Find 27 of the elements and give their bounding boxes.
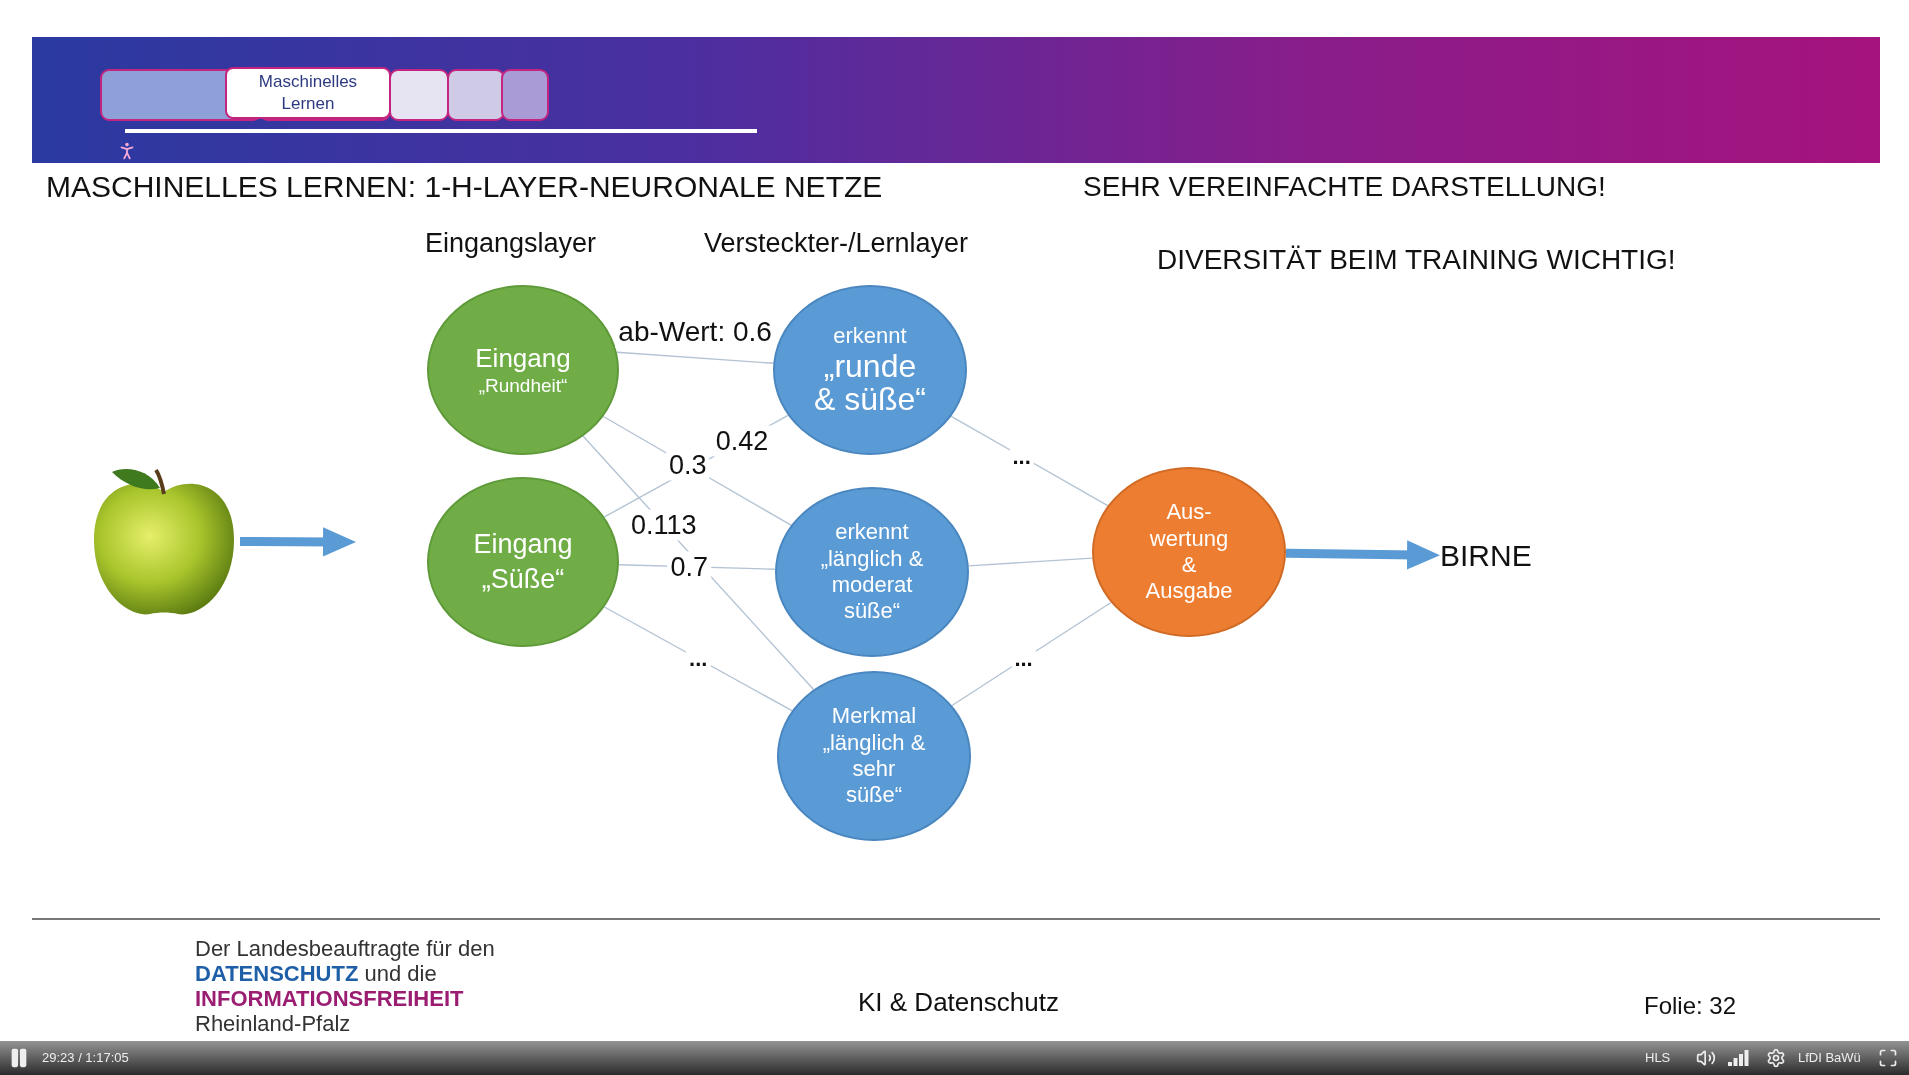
connector-line xyxy=(616,351,774,364)
stream-text: HLS xyxy=(1645,1050,1671,1065)
arrow xyxy=(1285,540,1440,570)
arrow xyxy=(240,527,356,557)
time-display: 29:23 / 1:17:05 xyxy=(42,1050,129,1065)
authority-text: Der Landesbeauftragte für den DATENSCHUTZ und die INFORMATIONSFREIHEIT Rheinland-Pfalz xyxy=(195,936,496,1036)
edge-label: 0.42 xyxy=(712,425,772,457)
node-label: Eingang xyxy=(474,341,572,375)
tab: Maschinelles Lernen xyxy=(225,67,391,119)
slide-title: MASCHINELLES LERNEN: 1-H-LAYER-NEURONALE NETZE xyxy=(46,170,883,204)
heading-text: Eingangslayer xyxy=(425,227,597,260)
node-label: „runde & süße“ xyxy=(813,349,927,417)
heading-text: Versteckter-/Lernlayer xyxy=(704,227,969,260)
result-text: BIRNE xyxy=(1440,530,1550,582)
node-label: Merkmal „länglich & sehr süße“ xyxy=(821,703,927,809)
heading-text: DIVERSITÄT BEIM TRAINING WICHTIG! xyxy=(1157,243,1676,277)
heading-text: KI & Datenschutz xyxy=(858,987,1059,1019)
node-label: Eingang „Süße“ xyxy=(472,527,574,596)
edge-label: 0.3 xyxy=(666,449,710,481)
node-label: erkennt xyxy=(832,323,908,350)
node-label: „Rundheit“ xyxy=(477,374,569,399)
channel-text: LfDI BaWü xyxy=(1798,1050,1861,1065)
heading-text: SEHR VEREINFACHTE DARSTELLUNG! xyxy=(1083,170,1606,204)
heading-text: Folie: 32 xyxy=(1644,992,1737,1021)
node-label: erkennt „länglich & moderat süße“ xyxy=(819,519,925,625)
node-label: Aus- wertung & Ausgabe xyxy=(1144,499,1234,605)
connector-line xyxy=(968,557,1093,567)
